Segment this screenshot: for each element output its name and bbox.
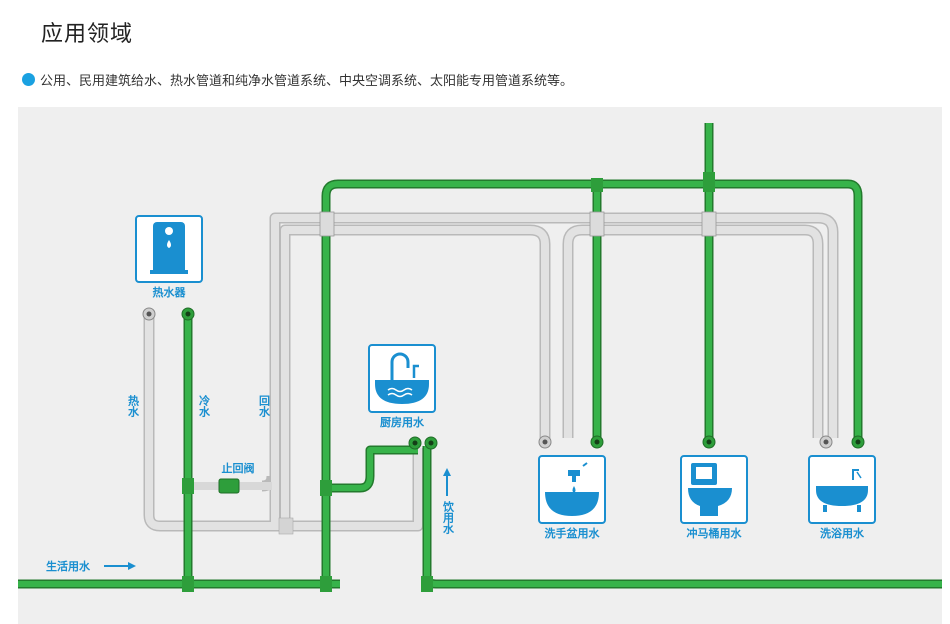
diagram-panel <box>18 107 942 624</box>
flow-arrow-icons <box>104 468 451 570</box>
cold-water-label: 冷水 <box>198 394 211 418</box>
pipe-fittings <box>182 172 717 592</box>
washbasin-icon <box>538 455 606 524</box>
check-valve-label: 止回阀 <box>222 461 255 475</box>
cold-water-pipes <box>18 123 942 589</box>
kitchen-sink-icon <box>368 344 436 413</box>
water-heater-icon <box>135 215 203 283</box>
water-heater-label: 热水器 <box>153 285 187 299</box>
drinking-water-label: 饮用水 <box>442 500 456 535</box>
description-text: 公用、民用建筑给水、热水管道和纯净水管道系统、中央空调系统、太阳能专用管道系统等… <box>40 74 574 89</box>
bathtub-label: 洗浴用水 <box>820 526 865 540</box>
check-valve-icon <box>218 478 240 494</box>
return-water-label: 回水 <box>258 394 271 418</box>
page-title: 应用领域 <box>41 22 134 47</box>
kitchen-label: 厨房用水 <box>380 415 425 429</box>
pipe-end-caps <box>142 307 865 450</box>
hot-water-pipes <box>143 212 839 532</box>
toilet-icon <box>680 455 748 524</box>
toilet-label: 冲马桶用水 <box>687 526 743 540</box>
washbasin-label: 洗手盆用水 <box>545 526 601 540</box>
domestic-water-label: 生活用水 <box>46 559 91 573</box>
application-description: 公用、民用建筑给水、热水管道和纯净水管道系统、中央空调系统、太阳能专用管道系统等… <box>22 70 573 89</box>
bullet-dot-icon <box>22 73 35 86</box>
hot-water-label: 热水 <box>127 394 140 418</box>
bathtub-icon <box>808 455 876 524</box>
